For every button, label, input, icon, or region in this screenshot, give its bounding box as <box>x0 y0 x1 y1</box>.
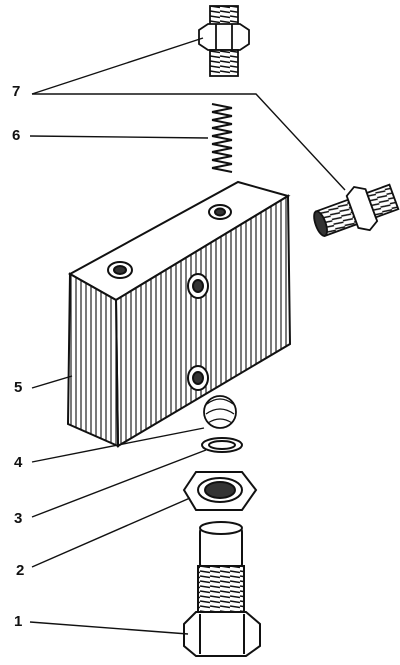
ball <box>203 395 237 429</box>
fitting-side <box>313 183 400 237</box>
nut <box>182 471 258 511</box>
leader-7a <box>31 37 204 95</box>
leader-6 <box>29 135 209 139</box>
leader-3 <box>31 449 207 518</box>
spring <box>211 103 233 173</box>
callout-5: 5 <box>14 379 23 396</box>
leader-2 <box>31 497 191 568</box>
leader-lines <box>29 37 346 635</box>
callout-4: 4 <box>14 454 23 471</box>
callout-6: 6 <box>12 127 21 144</box>
plug <box>183 521 261 657</box>
leader-4 <box>31 427 205 463</box>
washer <box>201 437 243 453</box>
callout-7: 7 <box>12 83 21 100</box>
leader-7b <box>32 93 346 191</box>
callout-1: 1 <box>14 613 23 630</box>
valve-block <box>66 180 292 448</box>
fitting-upper <box>198 5 250 77</box>
callout-2: 2 <box>16 562 25 579</box>
leader-1 <box>29 621 189 635</box>
leader-5 <box>31 375 73 389</box>
callout-3: 3 <box>14 510 23 527</box>
